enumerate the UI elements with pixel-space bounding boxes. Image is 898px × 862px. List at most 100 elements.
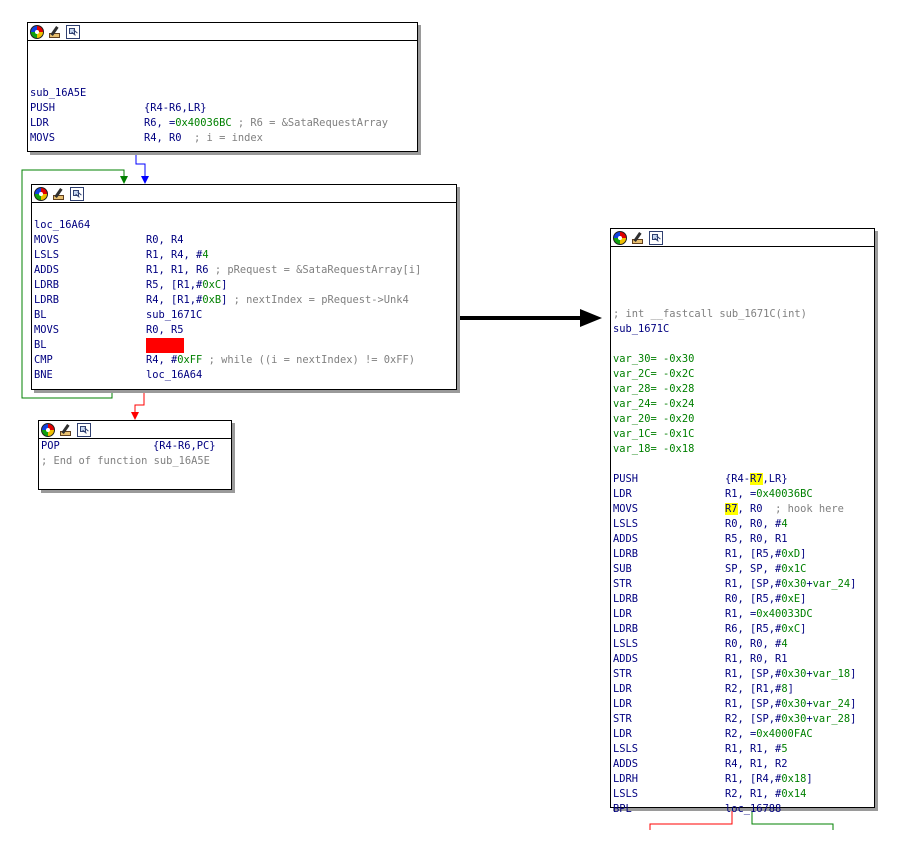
rename-icon[interactable] (59, 422, 73, 437)
colors-icon[interactable] (30, 24, 44, 39)
code-block-loc-16a64[interactable]: loc_16A64 MOVS R0, R4 LSLS R1, R4, #4 AD… (31, 184, 457, 390)
label-text[interactable]: sub_16A5E (30, 87, 87, 99)
asm-line[interactable]: LSLS R1, R1, #5 (613, 742, 872, 757)
mnemonic: BL (34, 309, 47, 321)
asm-line[interactable]: LSLS R0, R0, #4 (613, 517, 872, 532)
asm-line[interactable]: LDRH R1, [R4,#0x18] (613, 772, 872, 787)
asm-line[interactable]: MOVS R0, R4 (34, 233, 454, 248)
stack-var[interactable]: var_2C= -0x2C (613, 367, 872, 382)
operands: R2, R1, #0x14 (725, 788, 807, 800)
asm-line[interactable]: LDRB R1, [R5,#0xD] (613, 547, 872, 562)
code-block-sub-16a5e[interactable]: sub_16A5E PUSH {R4-R6,LR} LDR R6, =0x400… (27, 22, 418, 152)
operands: R1, [SP,#0x30+var_24] (725, 578, 857, 590)
asm-line[interactable]: SUB SP, SP, #0x1C (613, 562, 872, 577)
operands: R4, [R1,#0xB] ; nextIndex = pRequest->Un… (146, 294, 409, 306)
stack-var[interactable]: var_20= -0x20 (613, 412, 872, 427)
asm-line[interactable]: BPL loc_16788 (613, 802, 872, 817)
asm-line[interactable]: BL 0x3634 (34, 338, 454, 353)
asm-line[interactable]: BNE loc_16A64 (34, 368, 454, 383)
comment: ; R6 = &SataRequestArray (237, 117, 388, 129)
mnemonic: BPL (613, 803, 632, 815)
asm-line[interactable]: ADDS R1, R1, R6 ; pRequest = &SataReques… (34, 263, 454, 278)
mnemonic: LDR (613, 683, 632, 695)
asm-line[interactable]: CMP R4, #0xFF ; while ((i = nextIndex) !… (34, 353, 454, 368)
call-target[interactable]: sub_1671C (146, 309, 203, 321)
colors-icon[interactable] (41, 422, 55, 437)
asm-line[interactable]: LDR R2, [R1,#8] (613, 682, 872, 697)
branch-target[interactable]: loc_16A64 (146, 369, 203, 381)
asm-line[interactable]: LSLS R1, R4, #4 (34, 248, 454, 263)
label-text[interactable]: loc_16A64 (34, 219, 91, 231)
mnemonic: PUSH (30, 102, 56, 114)
code-block-sub-1671c[interactable]: ; int __fastcall sub_1671C(int) sub_1671… (610, 228, 875, 815)
node-header (28, 23, 417, 41)
var-text: var_18= -0x18 (613, 443, 695, 455)
asm-line[interactable]: LDRB R4, [R1,#0xB] ; nextIndex = pReques… (34, 293, 454, 308)
function-label[interactable]: sub_16A5E (30, 86, 415, 101)
asm-line[interactable]: LDRB R5, [R1,#0xC] (34, 278, 454, 293)
asm-line[interactable]: LDRB R0, [R5,#0xE] (613, 592, 872, 607)
asm-line[interactable]: LDR R2, =0x4000FAC (613, 727, 872, 742)
asm-line[interactable]: STR R1, [SP,#0x30+var_18] (613, 667, 872, 682)
mnemonic: MOVS (34, 324, 60, 336)
operands: R4, R0 ; i = index (144, 132, 263, 144)
code-block-function-end[interactable]: POP {R4-R6,PC} ; End of function sub_16A… (38, 420, 232, 490)
block-label[interactable]: loc_16A64 (34, 218, 454, 233)
graph-icon[interactable] (70, 186, 84, 201)
colors-icon[interactable] (34, 186, 48, 201)
branch-target[interactable]: loc_16788 (725, 803, 782, 815)
asm-line[interactable]: LSLS R2, R1, #0x14 (613, 787, 872, 802)
asm-line[interactable]: LDR R1, [SP,#0x30+var_24] (613, 697, 872, 712)
asm-line[interactable]: PUSH {R4-R7,LR} (613, 472, 872, 487)
rename-icon[interactable] (48, 24, 62, 39)
asm-line[interactable]: PUSH {R4-R6,LR} (30, 101, 415, 116)
graph-icon[interactable] (649, 230, 663, 245)
function-label[interactable]: sub_1671C (613, 322, 872, 337)
asm-line[interactable]: BL sub_1671C (34, 308, 454, 323)
mnemonic: LDRH (613, 773, 639, 785)
mnemonic: LDRB (34, 279, 60, 291)
asm-line[interactable]: MOVS R0, R5 (34, 323, 454, 338)
mnemonic: LSLS (613, 743, 639, 755)
mnemonic: LSLS (613, 788, 639, 800)
colors-icon[interactable] (613, 230, 627, 245)
operands: R1, =0x40033DC (725, 608, 813, 620)
asm-line[interactable]: ADDS R4, R1, R2 (613, 757, 872, 772)
invalid-call-target[interactable]: 0x3634 (146, 338, 184, 353)
asm-line[interactable]: STR R2, [SP,#0x30+var_28] (613, 712, 872, 727)
mnemonic: ADDS (613, 758, 639, 770)
asm-line[interactable]: LDR R1, =0x40036BC (613, 487, 872, 502)
stack-var[interactable]: var_18= -0x18 (613, 442, 872, 457)
asm-line[interactable]: MOVS R7, R0 ; hook here (613, 502, 872, 517)
operands: R1, R1, R6 ; pRequest = &SataRequestArra… (146, 264, 422, 276)
graph-icon[interactable] (77, 422, 91, 437)
asm-line[interactable]: LDR R6, =0x40036BC ; R6 = &SataRequestAr… (30, 116, 415, 131)
asm-line[interactable]: ADDS R5, R0, R1 (613, 532, 872, 547)
asm-line[interactable]: ; End of function sub_16A5E (41, 454, 229, 469)
mnemonic: LSLS (613, 638, 639, 650)
asm-line[interactable]: STR R1, [SP,#0x30+var_24] (613, 577, 872, 592)
asm-line[interactable]: LDRB R6, [R5,#0xC] (613, 622, 872, 637)
call-arrowhead (580, 309, 602, 327)
asm-line[interactable]: ADDS R1, R0, R1 (613, 652, 872, 667)
graph-icon[interactable] (66, 24, 80, 39)
mnemonic: ADDS (613, 653, 639, 665)
mnemonic: ADDS (34, 264, 60, 276)
asm-line[interactable]: POP {R4-R6,PC} (41, 439, 229, 454)
asm-line[interactable]: MOVS R4, R0 ; i = index (30, 131, 415, 146)
stack-var[interactable]: var_24= -0x24 (613, 397, 872, 412)
operands: R7, R0 ; hook here (725, 503, 844, 515)
mnemonic: BL (34, 339, 47, 351)
operands: R1, R0, R1 (725, 653, 788, 665)
stack-var[interactable]: var_1C= -0x1C (613, 427, 872, 442)
stack-var[interactable]: var_30= -0x30 (613, 352, 872, 367)
asm-line[interactable]: LSLS R0, R0, #4 (613, 637, 872, 652)
stack-var[interactable]: var_28= -0x28 (613, 382, 872, 397)
rename-icon[interactable] (52, 186, 66, 201)
mnemonic: LDRB (34, 294, 60, 306)
rename-icon[interactable] (631, 230, 645, 245)
label-text[interactable]: sub_1671C (613, 323, 670, 335)
asm-line[interactable]: LDR R1, =0x40033DC (613, 607, 872, 622)
operands: R6, [R5,#0xC] (725, 623, 807, 635)
operands: R5, [R1,#0xC] (146, 279, 228, 291)
